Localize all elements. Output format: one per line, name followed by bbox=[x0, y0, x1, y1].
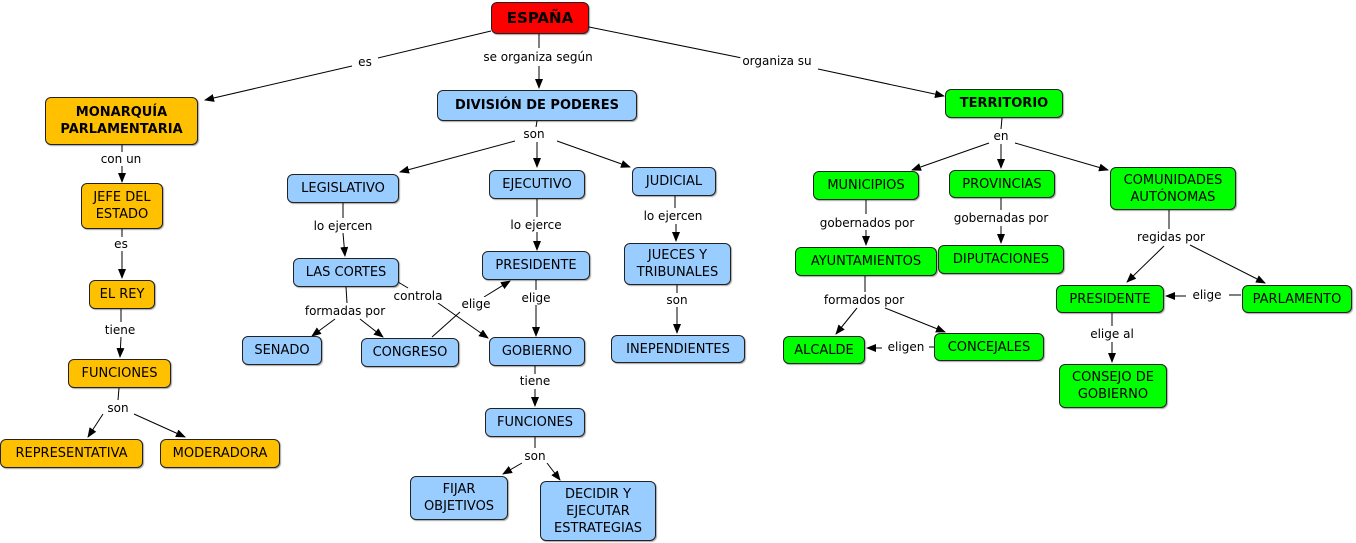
link-label-formados-por: formados por bbox=[821, 293, 907, 307]
node-alcalde: ALCALDE bbox=[783, 336, 865, 364]
node-las-cortes: LAS CORTES bbox=[293, 258, 399, 287]
node-consejo-de-gobierno: CONSEJO DE GOBIERNO bbox=[1059, 364, 1167, 408]
node-gobierno: GOBIERNO bbox=[489, 337, 585, 366]
node-jefe-del-estado: JEFE DEL ESTADO bbox=[81, 183, 163, 229]
line-cortes-controla bbox=[397, 281, 409, 289]
arrow-son-decidir bbox=[546, 462, 561, 481]
arrow-organiza-territorio bbox=[817, 68, 945, 99]
node-inependientes: INEPENDIENTES bbox=[611, 335, 745, 363]
arrow-regidas-presidente bbox=[1126, 245, 1165, 283]
arrow-en-comunidades bbox=[1014, 142, 1109, 172]
node-presidente-ca: PRESIDENTE bbox=[1056, 285, 1164, 313]
line-congreso-elige bbox=[431, 311, 461, 338]
link-label-organiza-su: organiza su bbox=[740, 54, 814, 68]
arrow-loejercen-cortes bbox=[340, 232, 349, 257]
link-label-controla: controla bbox=[391, 289, 445, 303]
arrow-tiene-funciones bbox=[116, 336, 125, 358]
node-diputaciones: DIPUTACIONES bbox=[938, 245, 1064, 274]
link-label-regidas-por: regidas por bbox=[1135, 230, 1207, 244]
node-comunidades-autonomas: COMUNIDADES AUTÓNOMAS bbox=[1110, 167, 1236, 210]
link-label-elige-parl: elige bbox=[1190, 288, 1224, 302]
arrow-formados-concejales bbox=[884, 307, 946, 333]
link-label-son-poderes: son bbox=[521, 127, 547, 141]
link-label-son-jueces: son bbox=[664, 293, 690, 307]
node-concejales: CONCEJALES bbox=[934, 333, 1044, 361]
node-presidente-gobierno: PRESIDENTE bbox=[482, 251, 590, 280]
link-label-lo-ejerce-ej: lo ejerce bbox=[508, 218, 564, 232]
link-label-es: es bbox=[356, 55, 374, 69]
node-espana: ESPAÑA bbox=[491, 2, 589, 34]
node-legislativo: LEGISLATIVO bbox=[287, 174, 399, 203]
line-cortes-formadas bbox=[345, 286, 348, 304]
link-label-lo-ejercen-jud: lo ejercen bbox=[641, 209, 705, 223]
link-label-elige-pres: elige bbox=[519, 291, 553, 305]
node-representativa: REPRESENTATIVA bbox=[0, 439, 143, 468]
link-label-con-un: con un bbox=[98, 152, 144, 166]
arrow-formadas-senado bbox=[311, 318, 336, 337]
link-label-elige-congreso: elige bbox=[459, 297, 493, 311]
node-funciones-gobierno: FUNCIONES bbox=[485, 408, 585, 437]
arrow-es-monarquia bbox=[204, 65, 353, 102]
link-label-gobernadas-por: gobernadas por bbox=[951, 211, 1051, 225]
node-municipios: MUNICIPIOS bbox=[813, 171, 919, 200]
arrow-elige-presidente bbox=[483, 280, 511, 298]
arrow-formadas-congreso bbox=[359, 318, 384, 338]
arrow-son-moderadora bbox=[133, 413, 186, 438]
arrow-son-fijar bbox=[502, 462, 523, 475]
link-label-son-gob: son bbox=[522, 449, 548, 463]
node-el-rey: EL REY bbox=[89, 280, 155, 309]
link-label-en: en bbox=[991, 129, 1011, 143]
node-jueces-tribunales: JUECES Y TRIBUNALES bbox=[624, 243, 731, 285]
arrow-regidas-parlamento bbox=[1189, 244, 1266, 284]
link-label-tiene-rey: tiene bbox=[102, 323, 138, 337]
node-fijar-objetivos: FIJAR OBJETIVOS bbox=[410, 476, 508, 520]
link-label-formadas-por: formadas por bbox=[302, 304, 388, 318]
line-territorio-en bbox=[1000, 117, 1003, 130]
link-label-lo-ejercen-leg: lo ejercen bbox=[311, 219, 375, 233]
node-territorio: TERRITORIO bbox=[945, 89, 1063, 118]
node-ejecutivo: EJECUTIVO bbox=[489, 170, 585, 199]
arrow-son-judicial bbox=[556, 140, 631, 168]
link-label-eligen: eligen bbox=[885, 340, 927, 354]
node-division-de-poderes: DIVISIÓN DE PODERES bbox=[437, 90, 637, 121]
node-senado: SENADO bbox=[242, 336, 322, 365]
line-division-son bbox=[535, 120, 538, 128]
line-espana-es bbox=[377, 30, 492, 59]
link-label-tiene-gob: tiene bbox=[517, 374, 553, 388]
line-funciones-son bbox=[117, 387, 120, 401]
node-moderadora: MODERADORA bbox=[160, 439, 280, 468]
node-monarquia-parlamentaria: MONARQUÍA PARLAMENTARIA bbox=[45, 97, 198, 145]
link-label-elige-al: elige al bbox=[1088, 327, 1136, 341]
link-label-es-rey: es bbox=[112, 237, 130, 251]
node-provincias: PROVINCIAS bbox=[949, 170, 1055, 198]
arrow-son-representativa bbox=[87, 413, 104, 438]
node-judicial: JUDICIAL bbox=[632, 167, 716, 196]
arrow-en-municipios bbox=[911, 142, 990, 171]
arrow-controla-gobierno bbox=[437, 302, 489, 339]
arrow-formados-alcalde bbox=[835, 307, 858, 335]
node-funciones-rey: FUNCIONES bbox=[68, 359, 171, 388]
node-ayuntamientos: AYUNTAMIENTOS bbox=[795, 247, 937, 276]
link-label-gobernados-por: gobernados por bbox=[817, 216, 917, 230]
node-decidir-ejecutar: DECIDIR Y EJECUTAR ESTRATEGIAS bbox=[540, 481, 656, 541]
line-espana-territorio bbox=[588, 26, 743, 59]
node-congreso: CONGRESO bbox=[361, 338, 459, 367]
arrow-son-legislativo bbox=[399, 140, 516, 174]
node-parlamento: PARLAMENTO bbox=[1242, 285, 1352, 313]
link-label-son-rey: son bbox=[105, 401, 131, 415]
link-label-se-organiza: se organiza según bbox=[481, 50, 595, 64]
